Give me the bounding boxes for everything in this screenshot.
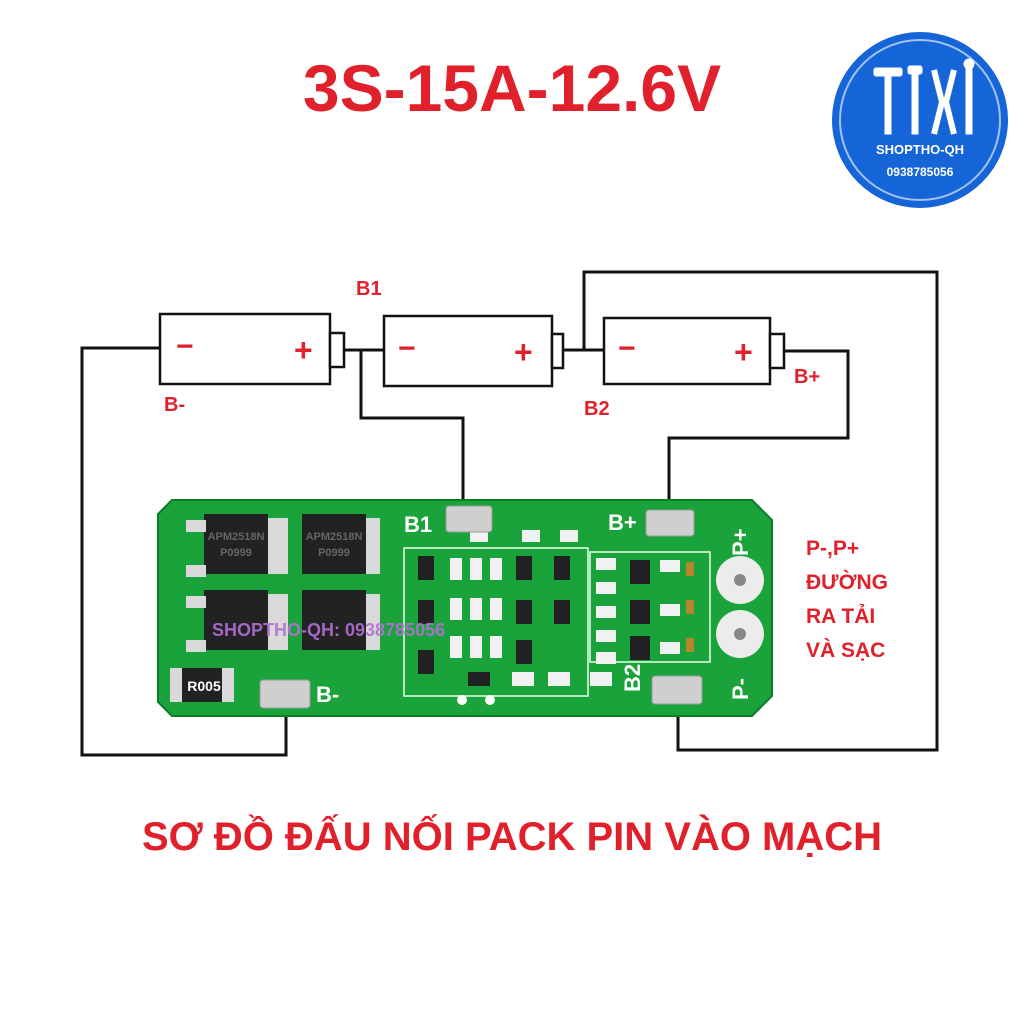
bms-board: APM2518N P0999 APM2518N P0999 R005	[157, 499, 773, 717]
silk-b-minus: B-	[316, 682, 339, 707]
wire-b-minus	[80, 346, 288, 757]
label-b2: B2	[584, 398, 610, 420]
pad-b-minus	[259, 679, 311, 709]
battery-1-pos: +	[294, 332, 313, 368]
wire-b-plus	[667, 349, 850, 510]
silk-b2: B2	[620, 664, 645, 692]
battery-1	[158, 312, 346, 386]
diagram-title: 3S-15A-12.6V	[302, 51, 722, 125]
load-note-line-1: P-,P+	[806, 537, 860, 560]
pad-b2	[651, 675, 703, 705]
mosfet-group: APM2518N P0999 APM2518N P0999	[186, 514, 380, 652]
silk-b-plus: B+	[608, 510, 637, 535]
load-note-line-4: VÀ SẠC	[806, 639, 886, 662]
pad-b1	[445, 505, 493, 533]
mosfet-code-2: P0999	[318, 547, 350, 559]
shop-logo: SHOPTHO-QH 0938785056	[830, 30, 1010, 210]
battery-3	[602, 316, 786, 386]
label-b-plus: B+	[794, 366, 821, 388]
watermark: SHOPTHO-QH: 0938785056	[212, 620, 445, 640]
battery-1-neg: −	[176, 330, 194, 363]
logo-name: SHOPTHO-QH	[876, 142, 964, 157]
smd-components	[403, 530, 711, 705]
mosfet-code-1: P0999	[220, 547, 252, 559]
mosfet-mark-2: APM2518N	[306, 531, 363, 543]
solder-pads	[259, 505, 703, 709]
shunt-label: R005	[187, 678, 221, 694]
wire-b2	[582, 270, 939, 752]
wires	[80, 270, 939, 757]
load-note: P-,P+ ĐƯỜNG RA TẢI VÀ SẠC	[806, 532, 888, 668]
battery-3-pos: +	[734, 334, 753, 370]
silk-p-plus: P+	[728, 528, 753, 556]
logo-phone: 0938785056	[887, 165, 954, 179]
battery-2-pos: +	[514, 334, 533, 370]
load-terminals	[716, 556, 764, 658]
load-note-line-2: ĐƯỜNG	[806, 571, 889, 594]
silk-b1: B1	[404, 512, 432, 537]
label-b1: B1	[356, 278, 382, 300]
silk-p-minus: P-	[728, 678, 753, 700]
battery-2-neg: −	[398, 332, 416, 365]
mosfet-mark-1: APM2518N	[208, 531, 265, 543]
battery-3-neg: −	[618, 332, 636, 365]
diagram-caption: SƠ ĐỒ ĐẤU NỐI PACK PIN VÀO MẠCH	[141, 815, 883, 859]
tools-icon	[873, 58, 975, 135]
label-b-minus: B-	[164, 394, 186, 416]
load-note-line-3: RA TẢI	[806, 605, 876, 628]
battery-2	[382, 314, 565, 388]
pad-b-plus	[645, 509, 695, 537]
wire-b1	[359, 350, 465, 506]
